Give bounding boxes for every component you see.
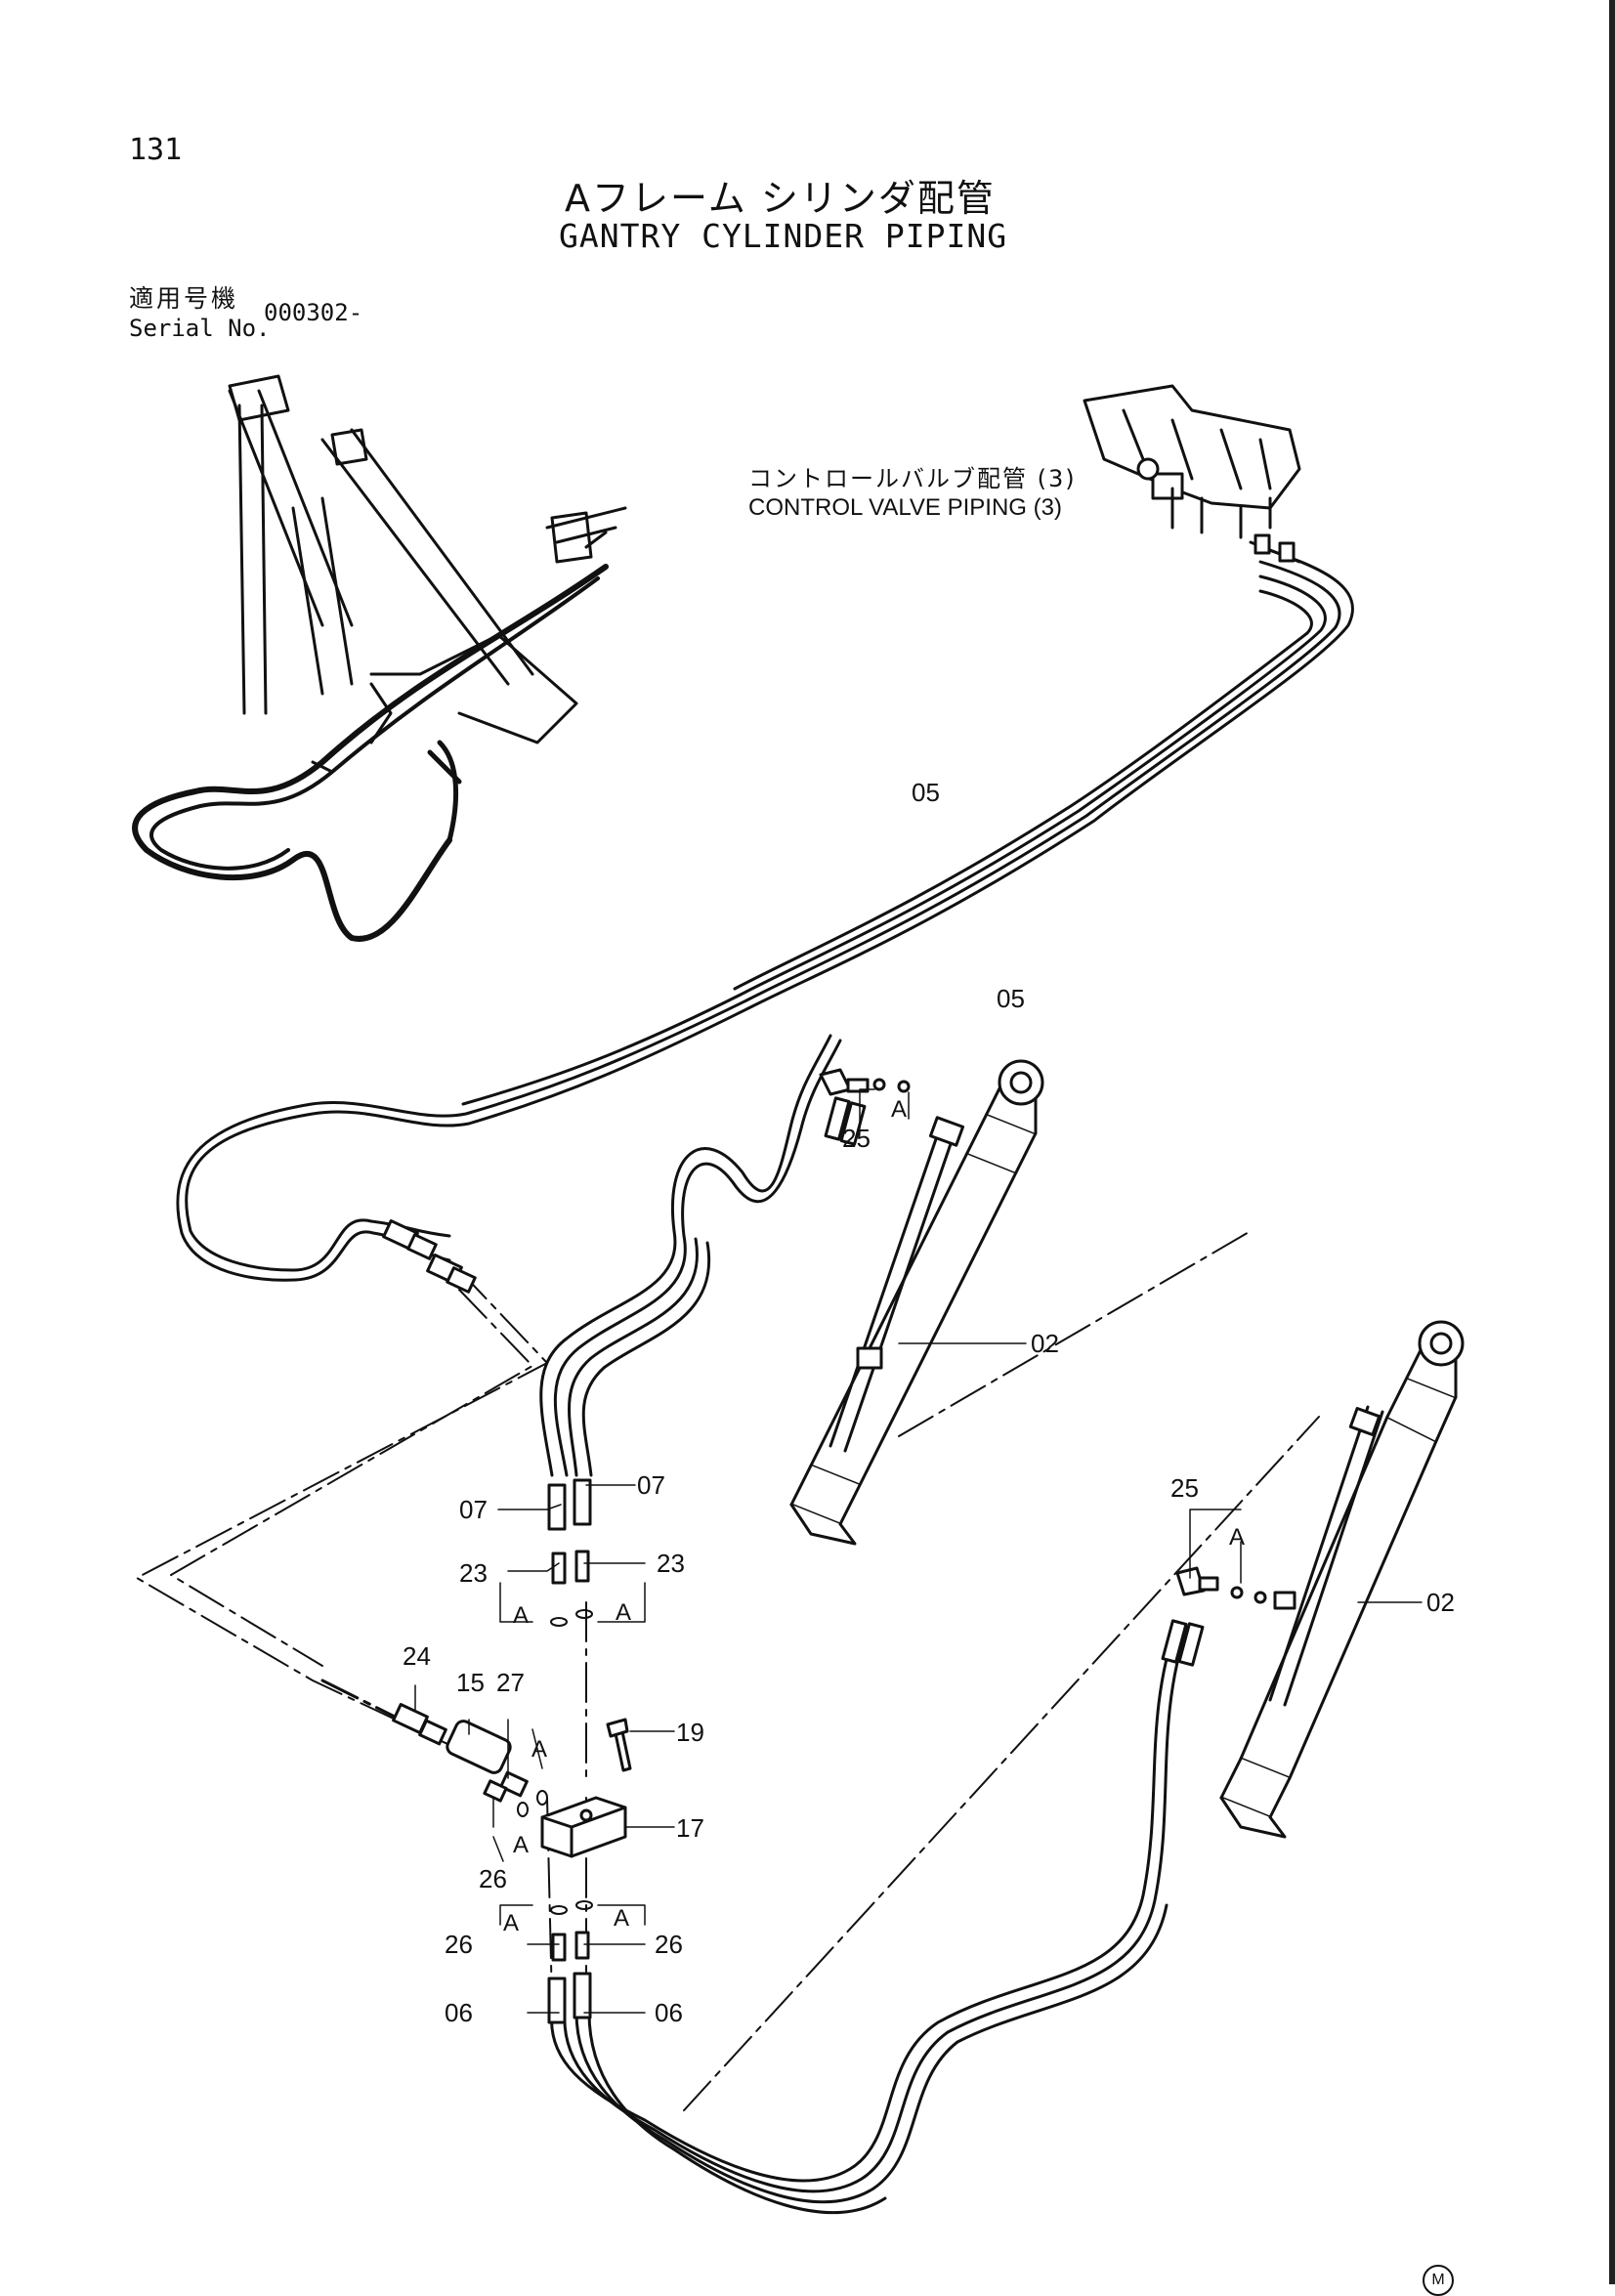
part-label-06: 06 [445,1998,473,2027]
upper-elbow-fitting [819,1068,911,1096]
section-a-marker: A [531,1736,548,1763]
hoses-06 [550,1620,1189,2214]
page-edge [1609,0,1615,2284]
part-label-23: 23 [657,1549,685,1578]
a-marker-brackets [492,1091,1242,1926]
dashed-boundary-lines [136,1230,1320,2111]
reference-english: CONTROL VALVE PIPING (3) [748,494,1062,521]
block-17-and-bolt-19 [540,1718,632,1858]
reference-japanese: コントロールバルブ配管 (3) [748,465,1077,492]
hose-end-fittings [547,1096,1205,2024]
section-a-marker: A [513,1602,530,1629]
serial-label-japanese: 適用号機 [129,284,239,313]
page-number: 131 [129,133,183,167]
left-junction-fittings [382,1219,477,1294]
part-label-24: 24 [403,1641,431,1671]
part-label-02: 02 [1426,1588,1455,1617]
part-label-19: 19 [676,1718,704,1747]
part-label-26: 26 [479,1864,507,1893]
serial-number-value: 000302- [264,299,363,326]
lower-elbow-fitting [1175,1566,1296,1610]
part-label-02: 02 [1031,1329,1059,1358]
section-a-marker: A [614,1905,630,1932]
section-a-marker: A [1229,1524,1246,1551]
upper-cylinder-02 [789,1059,1044,1546]
part-label-26: 26 [445,1930,473,1959]
machine-overview-illustration [132,374,627,942]
part-label-05: 05 [997,984,1025,1013]
part-label-26: 26 [655,1930,683,1959]
section-a-marker: A [616,1599,632,1626]
section-a-marker: A [513,1832,530,1858]
lower-cylinder-02 [1219,1320,1465,1839]
part-label-25: 25 [1170,1473,1199,1503]
control-valve [1083,384,1301,564]
hose-05-route [176,545,1354,1282]
part-label-27: 27 [496,1668,525,1697]
title-japanese: Aフレーム シリンダ配管 [565,177,996,220]
part-label-06: 06 [655,1998,683,2027]
serial-label-english: Serial No. [129,315,271,342]
part-label-23: 23 [459,1558,488,1588]
section-a-marker: A [503,1910,520,1936]
manufacturer-mark: M [1423,2265,1454,2296]
o-rings [517,1609,593,1915]
title-english: GANTRY CYLINDER PIPING [559,217,1008,255]
leader-lines [414,1088,1423,2014]
part-label-25: 25 [842,1124,871,1153]
part-label-07: 07 [459,1495,488,1524]
part-label-05: 05 [912,778,940,807]
part-label-07: 07 [637,1470,665,1500]
part-label-15: 15 [456,1668,485,1697]
section-a-marker: A [891,1096,908,1123]
hoses-07 [539,1034,842,1477]
part-label-17: 17 [676,1813,704,1843]
